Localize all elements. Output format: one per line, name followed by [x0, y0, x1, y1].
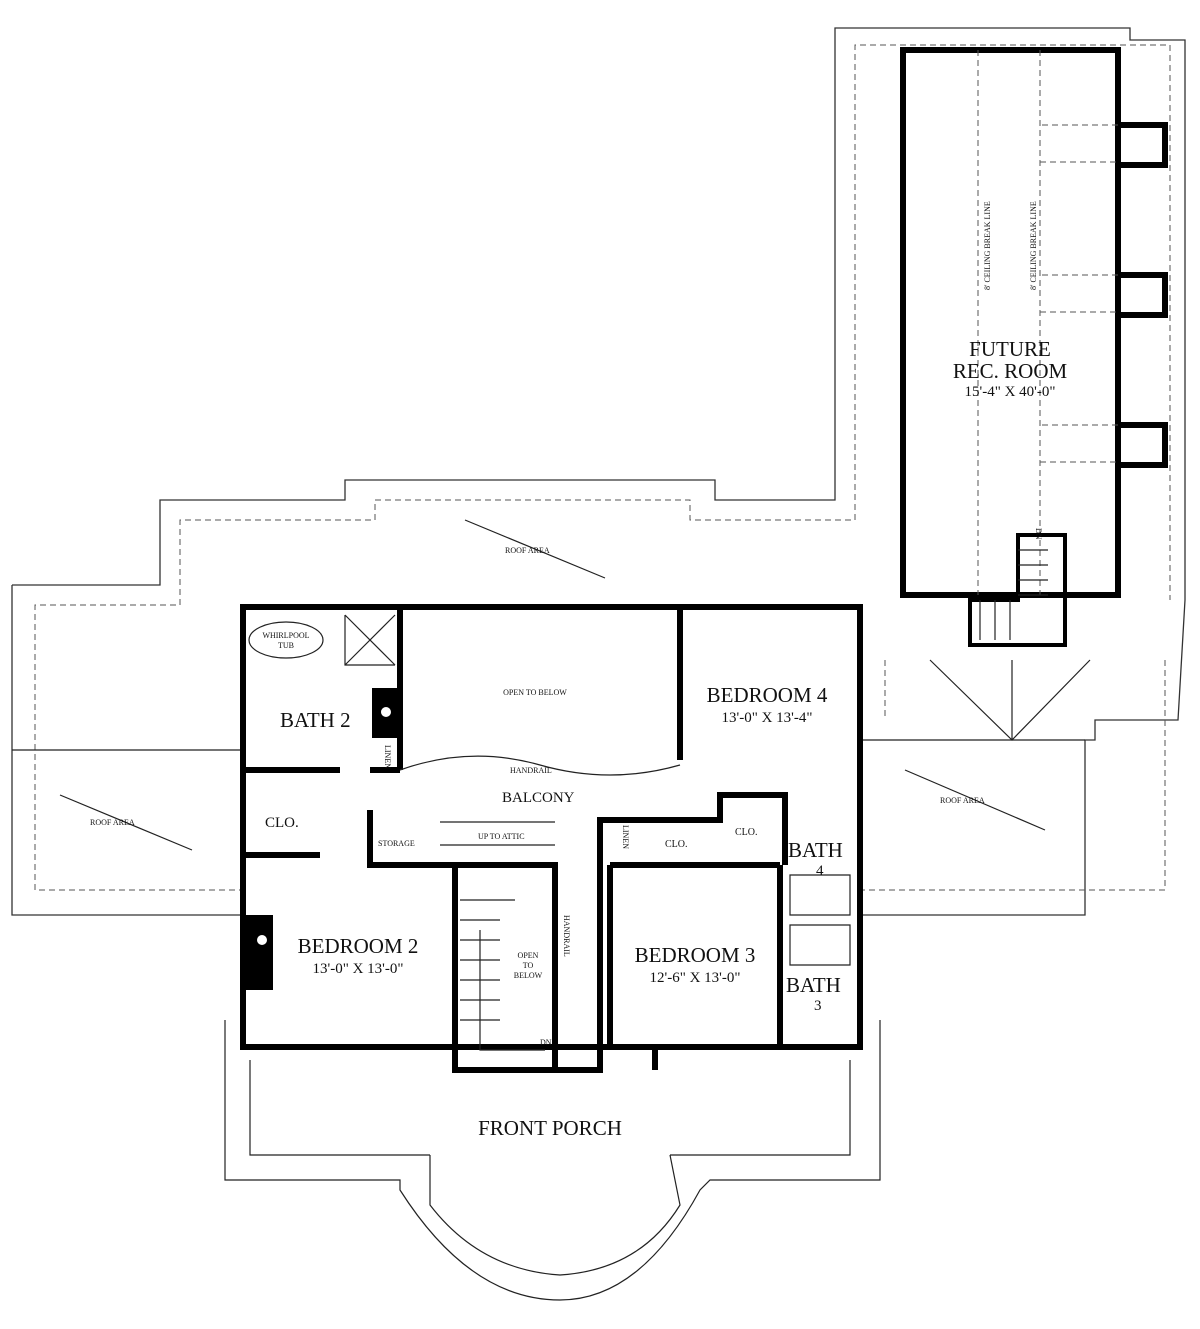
rec-room-walls [900, 47, 1121, 598]
dormer-line [1040, 124, 1118, 463]
stair-treads [440, 821, 555, 1051]
whirlpool-tub [248, 621, 324, 659]
attic-stair [968, 533, 1067, 647]
attic-stair-treads [979, 549, 1048, 640]
chimney-flue [257, 935, 267, 945]
roof-area-label: ROOF AREA [90, 818, 135, 827]
stair-open-label: OPEN [518, 951, 539, 960]
bathtub [789, 874, 851, 966]
rec-room-name-1: FUTURE [969, 337, 1051, 361]
roof-dashed-line [862, 660, 1166, 891]
house-walls [240, 604, 863, 1050]
up-to-attic-label: UP TO ATTIC [478, 832, 525, 841]
roof-area-label: ROOF AREA [940, 796, 985, 805]
closet-label: CLO. [735, 827, 758, 838]
chimney [243, 915, 273, 990]
bedroom2-size: 13'-0" X 13'-0" [313, 961, 404, 977]
handrail-curve [399, 755, 681, 776]
bath4-label: BATH [788, 838, 843, 862]
bedroom4-name: BEDROOM 4 [707, 683, 828, 707]
roof-arrow [904, 769, 1046, 831]
porch-rail [249, 1060, 851, 1276]
chimney-flue [381, 707, 391, 717]
roof-hip [929, 659, 1091, 741]
bedroom3-name: BEDROOM 3 [635, 943, 756, 967]
roof-area-label: ROOF AREA [505, 546, 550, 555]
porch-outline [224, 1020, 881, 1301]
bath2-label: BATH 2 [280, 708, 351, 732]
roof-outline [11, 27, 1186, 916]
shower [344, 614, 396, 666]
roof-arrow [59, 794, 193, 851]
whirlpool-label: WHIRLPOOL [262, 631, 309, 640]
rec-room-bumps [1118, 122, 1168, 468]
rec-room-name-2: REC. ROOM [953, 359, 1068, 383]
closet-label: CLO. [265, 815, 299, 831]
balcony-label: BALCONY [502, 790, 575, 806]
bedroom3-size: 12'-6" X 13'-0" [650, 970, 741, 986]
bedroom4-size: 13'-0" X 13'-4" [722, 710, 813, 726]
rec-room-size: 15'-4" X 40'-0" [965, 384, 1056, 400]
linen-label: LINEN [621, 825, 630, 849]
stair-handrail-label: HANDRAIL [562, 915, 571, 957]
roof-arrow [464, 519, 606, 579]
front-porch-label: FRONT PORCH [478, 1116, 622, 1140]
linen-label: LINEN [383, 745, 392, 769]
rec-stair-dn: DN [1034, 528, 1043, 540]
open-to-below-label: OPEN TO BELOW [503, 688, 567, 697]
bath3-number: 3 [814, 998, 822, 1014]
storage-label: STORAGE [378, 839, 415, 848]
ceiling-break-label: 8' CEILING BREAK LINE [983, 201, 992, 290]
ceiling-break-label: 8' CEILING BREAK LINE [1029, 201, 1038, 290]
bath4-number: 4 [816, 863, 824, 879]
stair-open-label: BELOW [514, 971, 543, 980]
handrail-label: HANDRAIL [510, 766, 552, 775]
bath3-label: BATH [786, 973, 841, 997]
tub-label: TUB [278, 641, 294, 650]
stair-open-label: TO [523, 961, 534, 970]
roof-dashed-line [34, 44, 1171, 891]
closet-label: CLO. [665, 839, 688, 850]
bedroom2-name: BEDROOM 2 [298, 934, 419, 958]
stair-dn-label: DN [540, 1038, 552, 1047]
